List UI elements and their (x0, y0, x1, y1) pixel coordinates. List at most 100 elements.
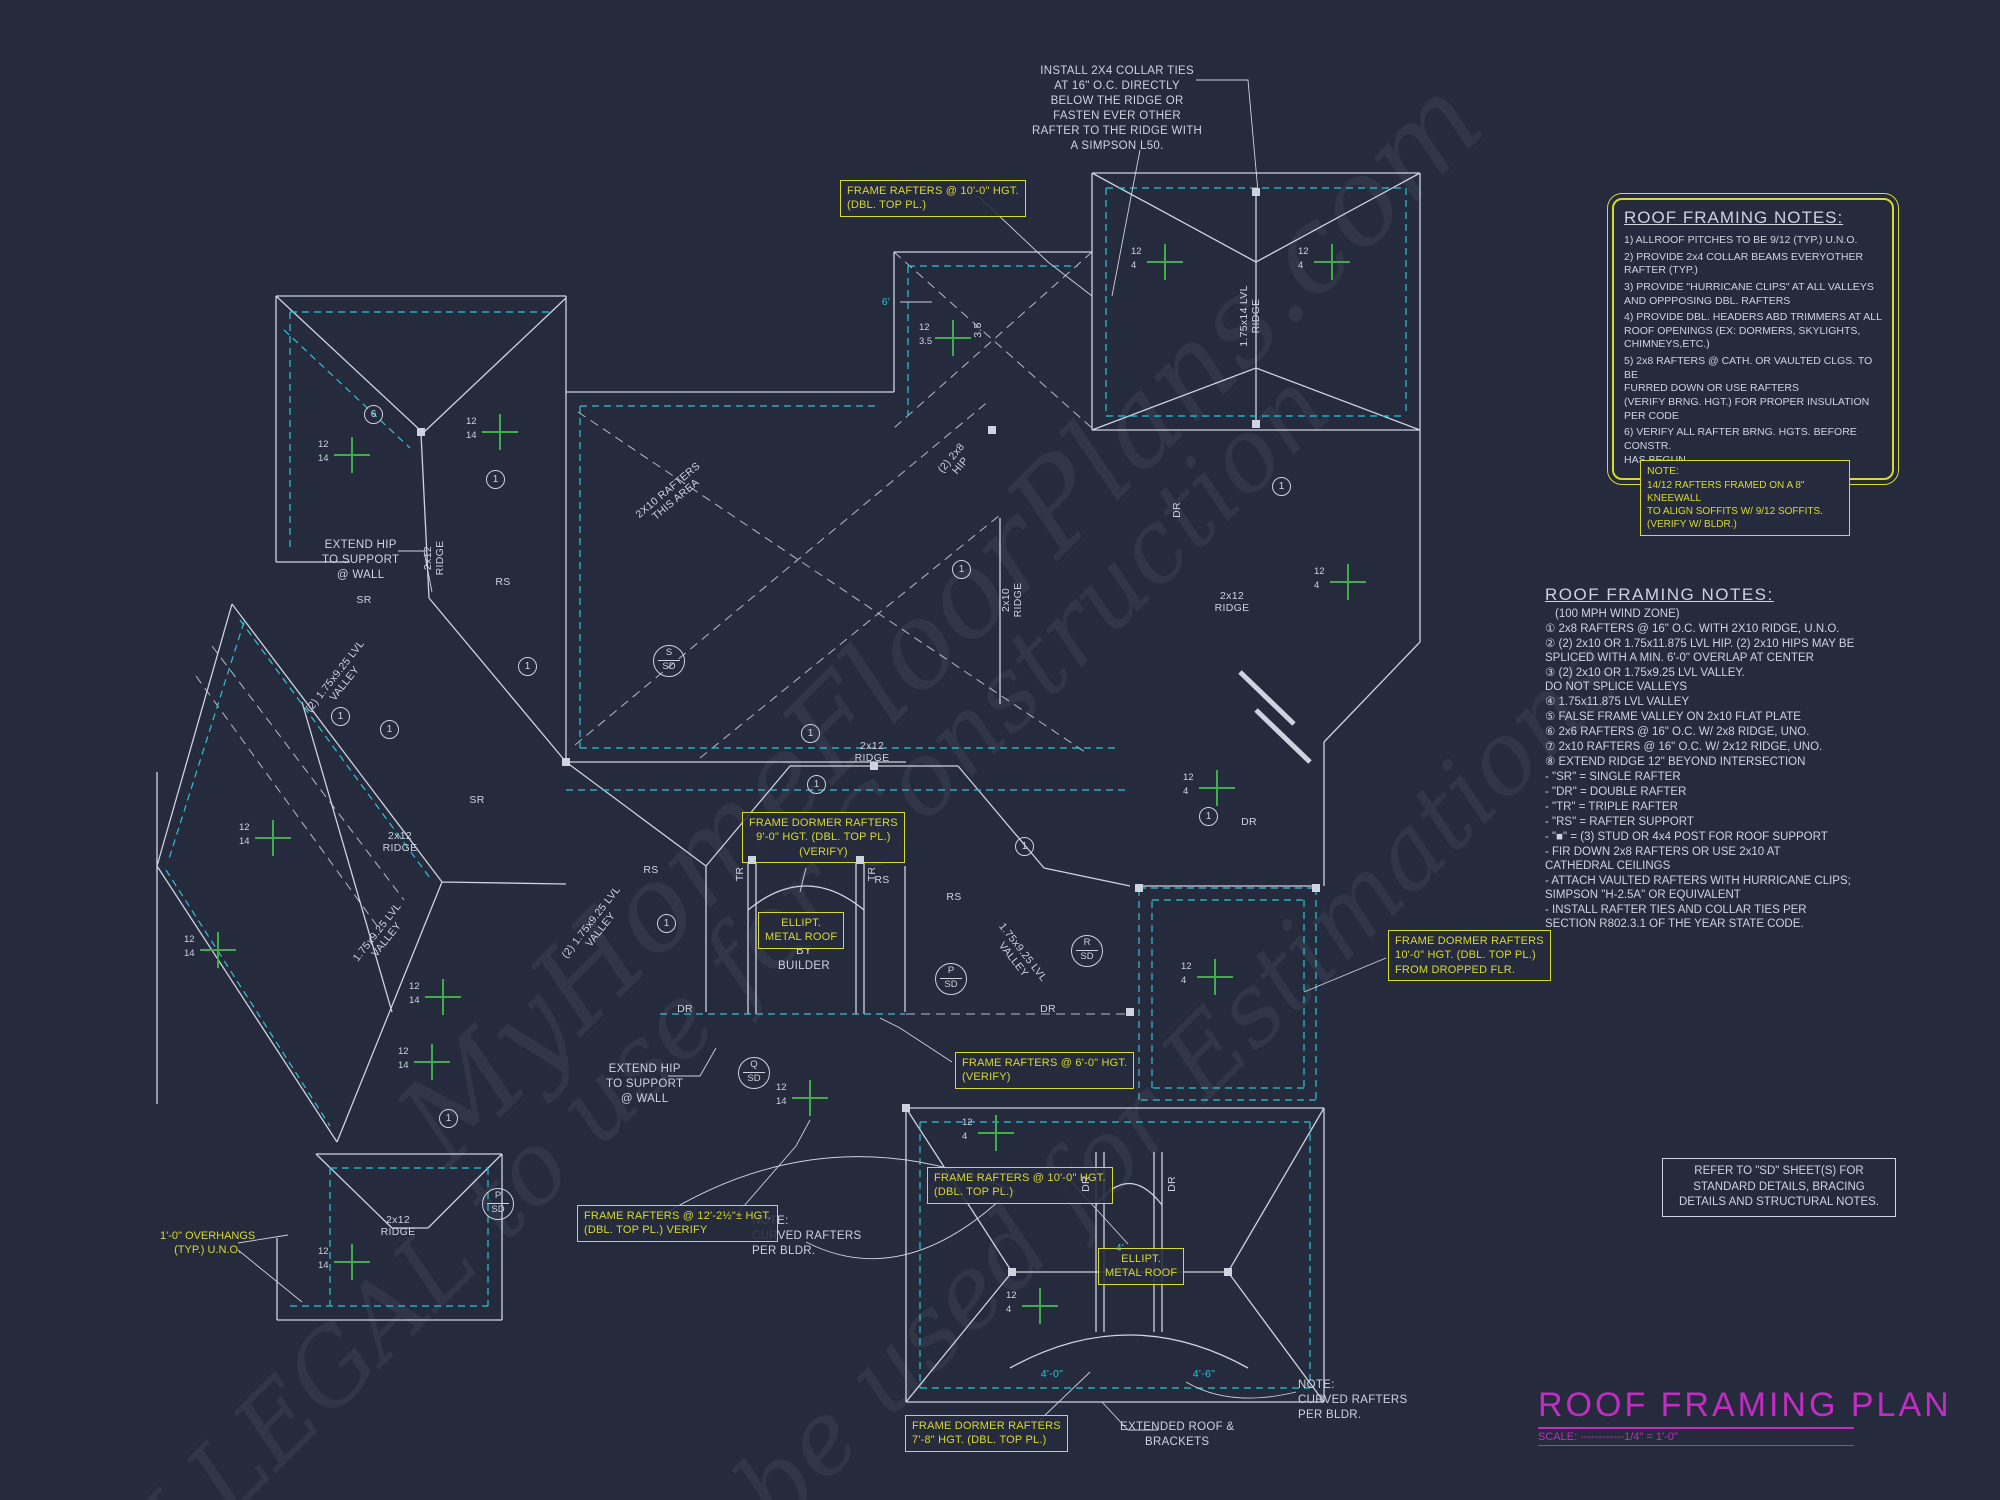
frame-rafters-callout: FRAME DORMER RAFTERS 7'-8" HGT. (DBL. TO… (905, 1415, 1068, 1452)
member-label: 2x12 RIDGE (1214, 589, 1250, 614)
sd-reference-note: REFER TO "SD" SHEET(S) FOR STANDARD DETAI… (1662, 1158, 1896, 1217)
slope-run: 12 (398, 1046, 409, 1057)
slope-cross-v (1039, 1288, 1041, 1324)
note-line: ③ (2) 2x10 OR 1.75x9.25 LVL VALLEY. DO N… (1545, 667, 1745, 694)
framing-notes-items: ① 2x8 RAFTERS @ 16" O.C. WITH 2X10 RIDGE… (1545, 622, 1857, 931)
slope-rise: 3.5 (919, 336, 933, 347)
slope-run: 12 (1131, 246, 1142, 257)
slope-cross-v (351, 437, 353, 473)
member-label: RS (946, 890, 962, 903)
note-line: - "TR" = TRIPLE RAFTER (1545, 801, 1678, 814)
slope-cross-v (952, 320, 954, 356)
slope-rise: 4 (1131, 260, 1137, 271)
slope-run: 12 (409, 981, 420, 992)
member-label: DR (1170, 502, 1183, 518)
frame-rafters-callout: FRAME RAFTERS @ 10'-0" HGT. (DBL. TOP PL… (840, 180, 1026, 217)
slope-rise: 14 (239, 836, 250, 847)
slope-run: 12 (776, 1082, 787, 1093)
keynote-circle: 1 (486, 470, 505, 489)
slope-rise: 14 (409, 995, 420, 1006)
slope-run: 12 (1181, 961, 1192, 972)
slope-rise: 14 (184, 948, 195, 959)
note-line: TO ALIGN SOFFITS W/ 9/12 SOFFITS. (1647, 506, 1823, 517)
plan-note: INSTALL 2X4 COLLAR TIES AT 16" O.C. DIRE… (1032, 65, 1203, 152)
roof-support-post (1312, 884, 1320, 892)
note-line: STANDARD DETAILS, BRACING (1693, 1180, 1865, 1193)
note-line: 1) ALLROOF PITCHES TO BE 9/12 (TYP.) U.N… (1624, 234, 1858, 246)
member-label: 2x10 RIDGE (999, 582, 1024, 618)
slope-run: 12 (318, 439, 329, 450)
note-line: - "RS" = RAFTER SUPPORT (1545, 816, 1694, 829)
member-label: SR (469, 793, 485, 806)
plan-note: EXTEND HIP TO SUPPORT @ WALL (606, 1063, 684, 1105)
keynote-circle: 1 (1272, 477, 1291, 496)
note-line: ⑦ 2x10 RAFTERS @ 16" O.C. W/ 2x12 RIDGE,… (1545, 741, 1823, 754)
note-line: REFER TO "SD" SHEET(S) FOR (1694, 1165, 1864, 1177)
slope-rise: 4 (1298, 260, 1304, 271)
keynote-circle: 1 (1015, 837, 1034, 856)
title-block: ROOF FRAMING PLAN SCALE: ------------1/4… (1538, 1386, 1949, 1446)
sheet-title: ROOF FRAMING PLAN (1538, 1386, 1949, 1429)
slope-run: 12 (1183, 772, 1194, 783)
keynote-circle: 1 (380, 720, 399, 739)
roof-support-post (1135, 884, 1143, 892)
slope-run: 12 (962, 1117, 973, 1128)
member-label: 4'-0" (1040, 1367, 1064, 1380)
roof-support-post (870, 762, 878, 770)
note-line: ④ 1.75x11.875 LVL VALLEY (1545, 696, 1690, 709)
note-line: (VERIFY W/ BLDR.) (1647, 519, 1737, 530)
plan-note: EXTENDED ROOF & BRACKETS (1120, 1421, 1235, 1448)
member-label: 1.75x14 LVL RIDGE (1237, 285, 1262, 347)
note-line: 2) PROVIDE 2x4 COLLAR BEAMS EVERYOTHER R… (1624, 250, 1864, 277)
framing-notes-title: ROOF FRAMING NOTES: (1545, 585, 1774, 604)
member-label: RS (495, 575, 511, 588)
frame-rafters-callout: ELLIPT. METAL ROOF (1098, 1248, 1185, 1285)
slope-rise: 4 (1314, 580, 1320, 591)
slope-cross-v (1164, 244, 1166, 280)
member-label: TR (865, 866, 878, 882)
slope-run: 12 (919, 322, 930, 333)
note-line: - ATTACH VAULTED RAFTERS WITH HURRICANE … (1545, 875, 1851, 902)
keynote-circle: 1 (331, 707, 350, 726)
member-label: RS (643, 863, 659, 876)
slope-run: 12 (1298, 246, 1309, 257)
frame-rafters-callout: FRAME RAFTERS @ 6'-0" HGT. (VERIFY) (955, 1052, 1135, 1089)
roof-support-post (1126, 1008, 1134, 1016)
keynote-circle: 1 (657, 914, 676, 933)
member-label: DR (1040, 1002, 1056, 1015)
slope-rise: 4 (1181, 975, 1187, 986)
slope-run: 12 (318, 1246, 329, 1257)
sd-reference-lines: REFER TO "SD" SHEET(S) FOR STANDARD DETAI… (1670, 1164, 1888, 1211)
slope-cross-v (1331, 244, 1333, 280)
roof-support-post (988, 426, 996, 434)
note-line: DETAILS AND STRUCTURAL NOTES. (1678, 1196, 1879, 1209)
roof-support-post (748, 856, 756, 864)
slope-cross-v (217, 932, 219, 968)
member-label: TR (733, 866, 746, 882)
slope-run: 12 (1006, 1290, 1017, 1301)
note-line: ⑥ 2x6 RAFTERS @ 16" O.C. W/ 2x8 RIDGE, U… (1545, 726, 1810, 739)
roof-support-post (1224, 1268, 1232, 1276)
note-line: 5) 2x8 RAFTERS @ CATH. OR VAULTED CLGS. … (1624, 355, 1873, 422)
member-label: 3.5 (971, 322, 984, 338)
keynote-circle: 6 (364, 405, 383, 424)
frame-rafters-callout: FRAME RAFTERS @ 10'-0" HGT. (DBL. TOP PL… (927, 1167, 1113, 1204)
roof-framing-notes-box-items: 1) ALLROOF PITCHES TO BE 9/12 (TYP.) U.N… (1624, 234, 1882, 467)
member-label: 4' (1115, 1241, 1125, 1254)
note-line: 4) PROVIDE DBL. HEADERS ABD TRIMMERS AT … (1624, 311, 1882, 351)
plan-note: NOTE: CURVED RAFTERS PER BLDR. (1298, 1379, 1408, 1421)
frame-rafters-callout: ELLIPT. METAL ROOF (758, 912, 845, 949)
roof-support-post (1252, 188, 1260, 196)
